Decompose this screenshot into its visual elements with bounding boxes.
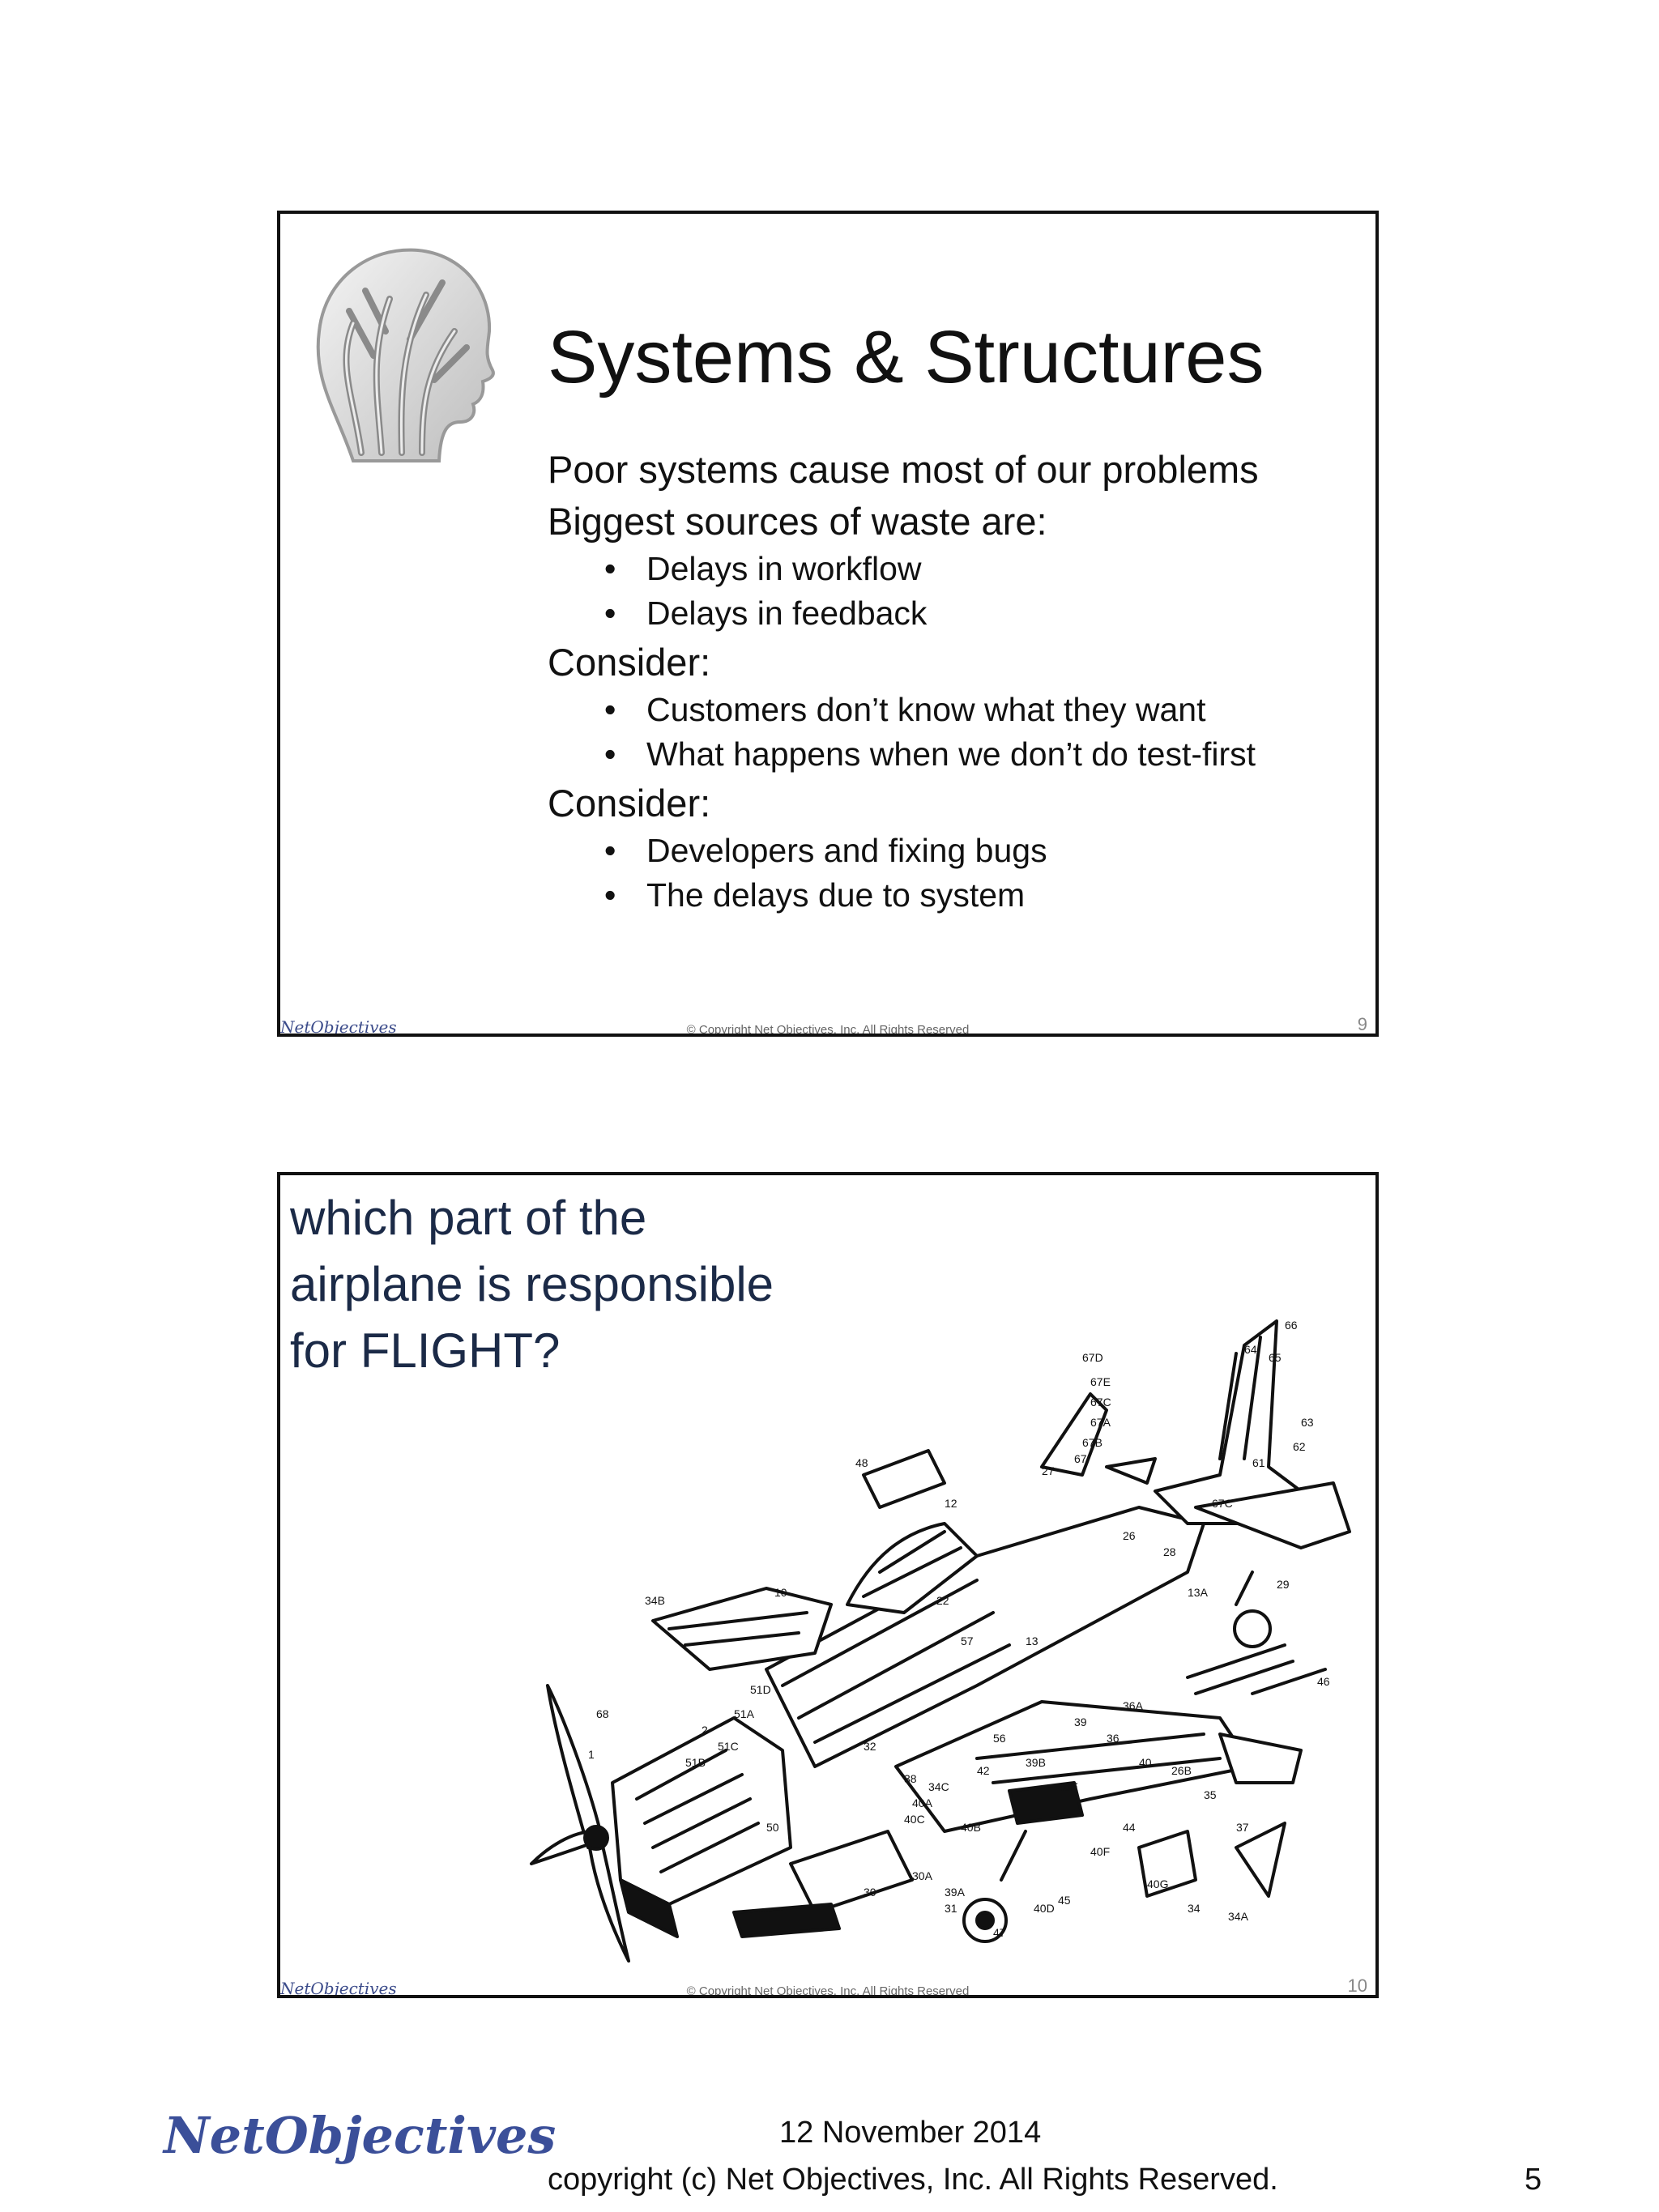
- exploded-airplane-diagram: 67D67E67C67A67B6727481266646563626167C29…: [530, 1319, 1351, 1963]
- slide-footer-copyright: © Copyright Net Objectives, Inc. All Rig…: [686, 1984, 970, 1998]
- part-label: 34B: [645, 1594, 665, 1607]
- part-label: 39B: [1026, 1756, 1046, 1769]
- slide-9: Systems & Structures Poor systems cause …: [277, 211, 1379, 1037]
- part-label: 67C: [1090, 1396, 1111, 1409]
- bullet-item: Developers and fixing bugs: [604, 830, 1343, 871]
- part-label: 1: [588, 1748, 595, 1761]
- part-label: 28: [1163, 1545, 1176, 1558]
- part-label: 68: [596, 1707, 609, 1720]
- part-label: 40B: [961, 1821, 981, 1834]
- slide-title: Systems & Structures: [548, 316, 1265, 399]
- part-label: 27: [1042, 1464, 1055, 1477]
- part-label: 63: [1301, 1416, 1314, 1429]
- part-label: 61: [1252, 1456, 1265, 1469]
- slide-footer-copyright: © Copyright Net Objectives, Inc. All Rig…: [686, 1023, 970, 1037]
- page-number: 5: [1525, 2163, 1542, 2197]
- part-label: 67A: [1090, 1416, 1111, 1429]
- part-label: 67C: [1212, 1497, 1233, 1510]
- part-label: 30: [864, 1886, 876, 1899]
- part-label: 51C: [718, 1740, 739, 1753]
- part-label: 46: [1317, 1675, 1330, 1688]
- part-label: 67: [1074, 1452, 1087, 1465]
- part-label: 39: [1074, 1715, 1087, 1728]
- part-label: 67B: [1082, 1436, 1102, 1449]
- part-label: 64: [1244, 1343, 1257, 1356]
- slide-footer-logo: NetObjectives: [280, 1017, 397, 1037]
- text-line: Consider:: [548, 641, 711, 684]
- part-label: 45: [1058, 1894, 1071, 1907]
- part-label: 26: [1123, 1529, 1136, 1542]
- part-label: 40F: [1090, 1845, 1110, 1858]
- part-label: 40A: [912, 1796, 933, 1809]
- text-line: Consider:: [548, 782, 711, 825]
- part-label: 31: [945, 1902, 957, 1915]
- part-label: 50: [766, 1821, 779, 1834]
- part-label: 34A: [1228, 1910, 1249, 1923]
- part-label: 51D: [750, 1683, 771, 1696]
- part-label: 22: [936, 1594, 949, 1607]
- part-label: 40G: [1147, 1877, 1168, 1890]
- slide-question: which part of the airplane is responsibl…: [290, 1191, 774, 1378]
- head-tree-icon: [316, 248, 495, 462]
- part-label: 38: [904, 1772, 917, 1785]
- part-label: 51B: [685, 1756, 706, 1769]
- part-label: 40C: [904, 1813, 925, 1826]
- slide-number: 10: [1347, 1975, 1367, 1996]
- part-label: 12: [945, 1497, 957, 1510]
- part-label: 36A: [1123, 1699, 1144, 1712]
- part-label: 67E: [1090, 1375, 1111, 1388]
- part-label: 2: [702, 1724, 708, 1737]
- part-label: 42: [977, 1764, 990, 1777]
- bullet-item: What happens when we don’t do test-first: [604, 734, 1343, 774]
- part-label: 40E: [1058, 1780, 1078, 1793]
- part-label: 36: [1107, 1732, 1120, 1745]
- part-label: 56: [993, 1732, 1006, 1745]
- bullet-item: The delays due to system: [604, 875, 1343, 915]
- part-label: 62: [1293, 1440, 1306, 1453]
- slide-10: which part of the airplane is responsibl…: [277, 1172, 1379, 1998]
- part-label: 10: [774, 1586, 787, 1599]
- logo-text: NetObjectives: [164, 2106, 557, 2165]
- part-label: 40: [1139, 1756, 1152, 1769]
- text-line: Poor systems cause most of our problems: [548, 448, 1259, 491]
- slide-content: Poor systems cause most of our problems …: [548, 441, 1343, 918]
- part-label: 26B: [1171, 1764, 1192, 1777]
- part-label: 32: [864, 1740, 876, 1753]
- part-label: 51A: [734, 1707, 755, 1720]
- part-label: 65: [1269, 1351, 1282, 1364]
- part-label: 44: [1123, 1821, 1136, 1834]
- net-objectives-logo: NetObjectives: [164, 2106, 556, 2195]
- part-label: 13A: [1188, 1586, 1209, 1599]
- part-label: 37: [1236, 1821, 1249, 1834]
- part-label: 13: [1026, 1634, 1038, 1647]
- slide-number: 9: [1357, 1014, 1367, 1034]
- part-label: 39A: [945, 1886, 966, 1899]
- part-label: 57: [961, 1634, 974, 1647]
- page-copyright: copyright (c) Net Objectives, Inc. All R…: [548, 2163, 1278, 2197]
- part-label: 34: [1188, 1902, 1201, 1915]
- part-label: 67D: [1082, 1351, 1103, 1364]
- page-date: 12 November 2014: [779, 2116, 1042, 2150]
- slide-footer-logo: NetObjectives: [280, 1979, 397, 1998]
- part-label: 29: [1277, 1578, 1290, 1591]
- part-label: 66: [1285, 1319, 1298, 1332]
- part-label: 34C: [928, 1780, 949, 1793]
- text-line: Biggest sources of waste are:: [548, 500, 1047, 543]
- part-label: 30A: [912, 1869, 933, 1882]
- part-label: 47: [993, 1926, 1006, 1939]
- bullet-item: Delays in workflow: [604, 548, 1343, 589]
- part-label: 48: [855, 1456, 868, 1469]
- part-label: 35: [1204, 1788, 1217, 1801]
- bullet-item: Customers don’t know what they want: [604, 689, 1343, 730]
- bullet-item: Delays in feedback: [604, 593, 1343, 633]
- part-label: 40D: [1034, 1902, 1055, 1915]
